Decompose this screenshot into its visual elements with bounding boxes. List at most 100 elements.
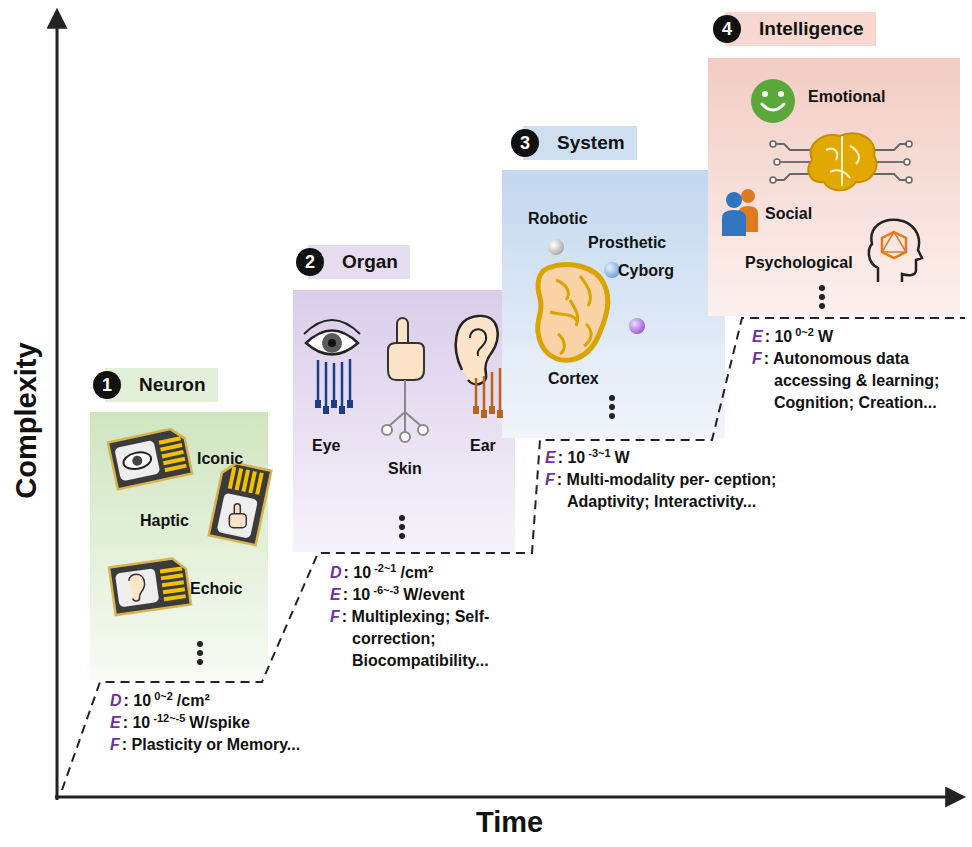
drawing-part — [399, 533, 405, 539]
drawing-part — [315, 400, 321, 408]
drawing-part — [776, 174, 812, 180]
drawing-part — [550, 276, 591, 354]
spec-key: F — [110, 736, 120, 753]
drawing-part — [904, 159, 910, 165]
drawing-part — [819, 294, 825, 300]
stage-title: Neuron — [139, 374, 206, 396]
drawing-part — [869, 220, 922, 282]
spec-line: F: Plasticity or Memory... — [110, 734, 410, 756]
spec-key: F — [330, 608, 340, 625]
drawing-part — [197, 650, 203, 656]
spec-block: E: 100~2WF: Autonomous data accessing & … — [752, 326, 962, 414]
spec-exponent: -6~-3 — [373, 584, 399, 596]
spec-exponent: -2~1 — [374, 562, 396, 574]
spec-value: : Multiplexing; Self-correction; Biocomp… — [342, 608, 490, 669]
drawing-part — [456, 316, 503, 418]
drawing-part — [197, 641, 203, 665]
spec-unit: /cm² — [400, 564, 433, 581]
spec-line: D: 10-2~1/cm² — [330, 562, 562, 584]
step-number: 4 — [713, 15, 741, 43]
drawing-part — [819, 285, 825, 309]
drawing-part — [770, 141, 776, 147]
spec-line: F: Multiplexing; Self-correction; Biocom… — [330, 606, 562, 672]
axis-label: Complexity — [10, 342, 43, 498]
spec-block: E: 10-3~1WF: Multi-modality per- ception… — [545, 447, 781, 513]
drawing-part — [229, 504, 246, 528]
drawing-part — [341, 362, 344, 408]
item-label: Emotional — [808, 88, 885, 106]
drawing-part — [580, 276, 590, 306]
drawing-part — [322, 333, 342, 353]
drawing-part — [389, 412, 405, 426]
drawing-part — [780, 161, 812, 163]
spec-line: F: Autonomous data accessing & learning;… — [752, 348, 962, 414]
item-label: Psychological — [745, 254, 853, 272]
drawing-part — [317, 360, 320, 402]
drawing-part — [491, 372, 494, 408]
spec-key: E — [110, 714, 121, 731]
drawing-part — [774, 159, 780, 165]
drawing-part — [382, 425, 392, 435]
spec-key: E — [545, 449, 556, 466]
drawing-part — [131, 455, 143, 467]
stage-header: 3System — [523, 126, 637, 160]
drawing-part — [55, 796, 962, 799]
drawing-part — [850, 146, 859, 164]
item-label: Cyborg — [618, 262, 674, 280]
drawing-part — [475, 378, 478, 408]
drawing-part — [404, 380, 406, 412]
spec-key: D — [110, 692, 122, 709]
spec-exponent: 0~2 — [795, 326, 814, 338]
spec-unit: W/event — [403, 586, 464, 603]
drawing-part — [778, 91, 784, 97]
spec-value: : Multi-modality per- ception; Adaptivit… — [557, 471, 777, 510]
drawing-part — [751, 79, 795, 123]
stage-header: 4Intelligence — [725, 12, 876, 46]
drawing-part — [108, 427, 192, 490]
drawing-part — [882, 232, 906, 258]
spec-unit: W — [818, 328, 833, 345]
drawing-part — [399, 515, 405, 521]
spec-line: E: 10-6~-3W/event — [330, 584, 562, 606]
drawing-part — [109, 557, 191, 615]
drawing-part — [382, 318, 428, 442]
drawing-part — [770, 133, 912, 190]
drawing-part — [333, 363, 336, 402]
spec-value: : Autonomous data accessing & learning; … — [764, 350, 940, 411]
item-label: Prosthetic — [588, 234, 666, 252]
drawing-part — [304, 320, 360, 334]
spec-value: : Plasticity or Memory... — [122, 736, 300, 753]
drawing-part — [722, 189, 758, 236]
spec-line: E: 10-3~1W — [545, 447, 781, 469]
drawing-part — [405, 412, 421, 426]
drawing-part — [197, 659, 203, 665]
drawing-part — [122, 450, 153, 471]
drawing-part — [209, 461, 272, 545]
drawing-part — [483, 376, 486, 412]
drawing-part — [229, 514, 246, 528]
drawing-part — [197, 641, 203, 647]
drawing-part — [306, 331, 358, 355]
drawing-part — [339, 406, 345, 414]
drawing-part — [209, 461, 272, 545]
drawing-part — [726, 192, 742, 208]
drawing-part — [826, 149, 837, 160]
drawing-part — [819, 303, 825, 309]
drawing-part — [548, 239, 564, 255]
drawing-part — [318, 359, 350, 408]
spec-line: E: 10-12~-5W/spike — [110, 712, 410, 734]
drawing-part — [489, 406, 495, 414]
spec-key: F — [752, 350, 762, 367]
spec-exponent: -3~1 — [588, 447, 610, 459]
drawing-part — [762, 91, 768, 97]
stage-header: 1Neuron — [105, 368, 218, 402]
drawing-part — [808, 133, 876, 190]
drawing-part — [108, 427, 192, 490]
spec-line: F: Multi-modality per- ception; Adaptivi… — [545, 469, 781, 513]
drawing-part — [328, 339, 336, 347]
spec-key: F — [545, 471, 555, 488]
drawing-part — [604, 262, 620, 278]
drawing-part — [400, 432, 410, 442]
drawing-part — [323, 406, 329, 414]
drawing-part — [473, 406, 479, 414]
